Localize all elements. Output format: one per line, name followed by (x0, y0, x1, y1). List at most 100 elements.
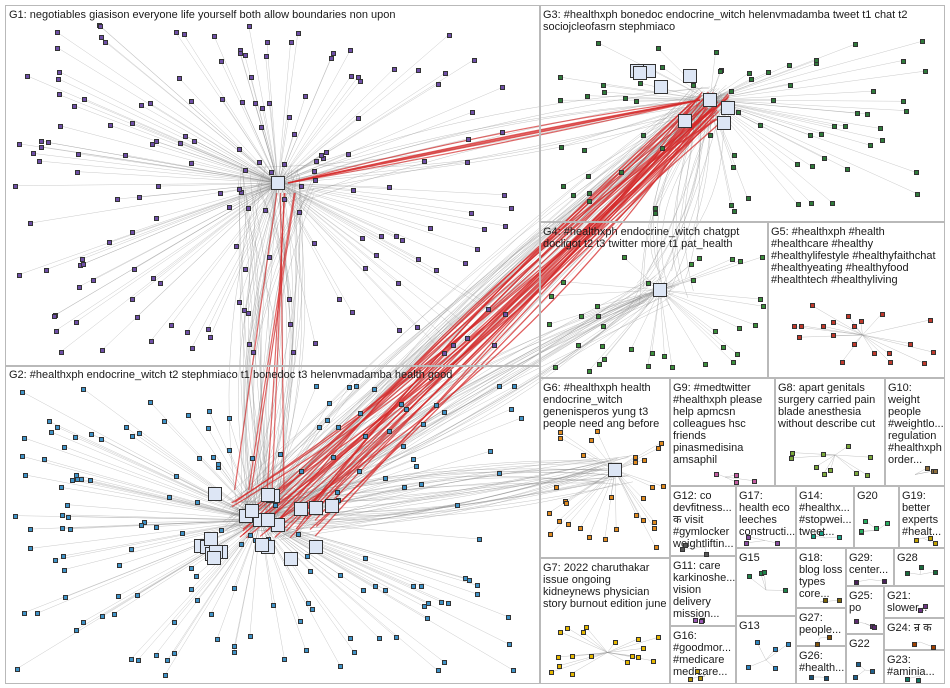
edge-g1 (277, 182, 403, 241)
edge-g1 (220, 60, 279, 184)
edge-g1 (238, 182, 279, 302)
edge-g2 (173, 519, 261, 653)
edge-g3 (709, 99, 868, 115)
edge-g2 (259, 519, 442, 602)
group-label-g9: G9: #medtwitter #healthxph please help a… (673, 382, 766, 466)
edge-g2 (66, 504, 261, 521)
edge-g2 (36, 519, 261, 614)
edge-bundle (232, 285, 675, 508)
edge-bundle (280, 478, 616, 540)
edge-g2 (83, 519, 261, 623)
edge-g4 (659, 289, 673, 368)
edge-g1 (277, 53, 334, 184)
edge-g4 (659, 289, 738, 355)
edge-g6 (567, 469, 616, 525)
edge-g1 (136, 182, 279, 317)
edge-g1 (18, 143, 279, 184)
edge-g4 (563, 281, 661, 291)
edge-bundle (229, 86, 703, 508)
edge-g2 (259, 519, 413, 587)
edge-g1 (175, 31, 279, 184)
edge-g2 (50, 431, 261, 521)
edge-g1 (277, 75, 352, 184)
edge-g1 (250, 76, 279, 184)
edge-g1 (40, 140, 279, 184)
edge-g1 (265, 55, 279, 184)
edge-g1 (141, 105, 279, 184)
edge-g2 (259, 519, 514, 671)
edge-g2 (75, 519, 261, 631)
edge-bundle (274, 477, 608, 539)
edge-g1 (277, 69, 419, 184)
edge-g1 (133, 182, 279, 270)
edge-g2 (74, 436, 261, 521)
edge-g1 (277, 32, 299, 184)
edge-g1 (83, 182, 279, 265)
edge-g1 (178, 77, 279, 184)
group-label-g28: G28 (897, 552, 918, 564)
edge-g1 (187, 182, 279, 333)
edge-g1 (185, 135, 279, 184)
edge-g1 (78, 182, 279, 287)
edge-g4 (659, 289, 665, 357)
edge-bundle (272, 296, 671, 522)
edge-g1 (213, 35, 279, 184)
edge-g1 (190, 101, 279, 184)
edge-g6 (560, 431, 616, 471)
edge-g4 (659, 289, 740, 329)
edge-g4 (659, 258, 733, 291)
edge-bundle (296, 279, 680, 519)
edge-g1 (277, 182, 290, 300)
group-label-g21: G21: slower... (887, 590, 928, 614)
edge-g2 (15, 515, 261, 521)
edge-g2 (167, 519, 261, 661)
edge-g1 (159, 182, 279, 284)
edge-g1 (76, 171, 279, 184)
edge-g1 (277, 182, 468, 339)
edge-g2 (259, 519, 466, 579)
edge-g2 (64, 519, 261, 598)
edge-g4 (550, 289, 661, 297)
edge-g1 (59, 125, 279, 184)
edge-g2 (137, 519, 261, 595)
edge-g2 (24, 437, 261, 521)
edge-g1 (269, 102, 279, 184)
edge-g1 (277, 50, 351, 184)
edge-g1 (242, 101, 279, 184)
edge-g1 (15, 182, 279, 187)
edge-g2 (56, 426, 261, 521)
edge-g1 (277, 182, 340, 299)
edge-g1 (277, 182, 431, 228)
edge-g1 (104, 41, 279, 184)
edge-g1 (254, 102, 279, 184)
edge-g1 (248, 26, 279, 184)
edge-g3 (709, 41, 922, 101)
edge-g2 (174, 519, 261, 623)
edge-g3 (709, 90, 874, 101)
edge-g2 (64, 446, 261, 521)
edge-g4 (659, 289, 764, 307)
edge-g2 (43, 459, 261, 521)
edge-g6 (614, 469, 656, 547)
edge-g2 (62, 519, 261, 529)
edge-g6 (550, 469, 616, 535)
edge-g1 (132, 182, 279, 300)
edge-g2 (164, 519, 261, 675)
edge-g2 (83, 388, 261, 521)
edge-g2 (63, 519, 261, 557)
edge-g2 (259, 519, 428, 618)
edge-g1 (277, 87, 503, 184)
edge-bundle (288, 481, 633, 517)
edge-g3 (709, 99, 732, 206)
edge-g1 (277, 117, 290, 184)
edge-g2 (118, 519, 261, 566)
edge-g1 (266, 42, 279, 184)
edge-bundle (230, 292, 674, 528)
edge-g1 (124, 154, 279, 184)
edge-g1 (45, 182, 279, 270)
edge-g1 (132, 182, 279, 233)
edge-g2 (259, 519, 509, 645)
group-box-g3 (540, 5, 945, 222)
edge-g1 (277, 42, 291, 184)
edge-g1 (277, 34, 450, 184)
